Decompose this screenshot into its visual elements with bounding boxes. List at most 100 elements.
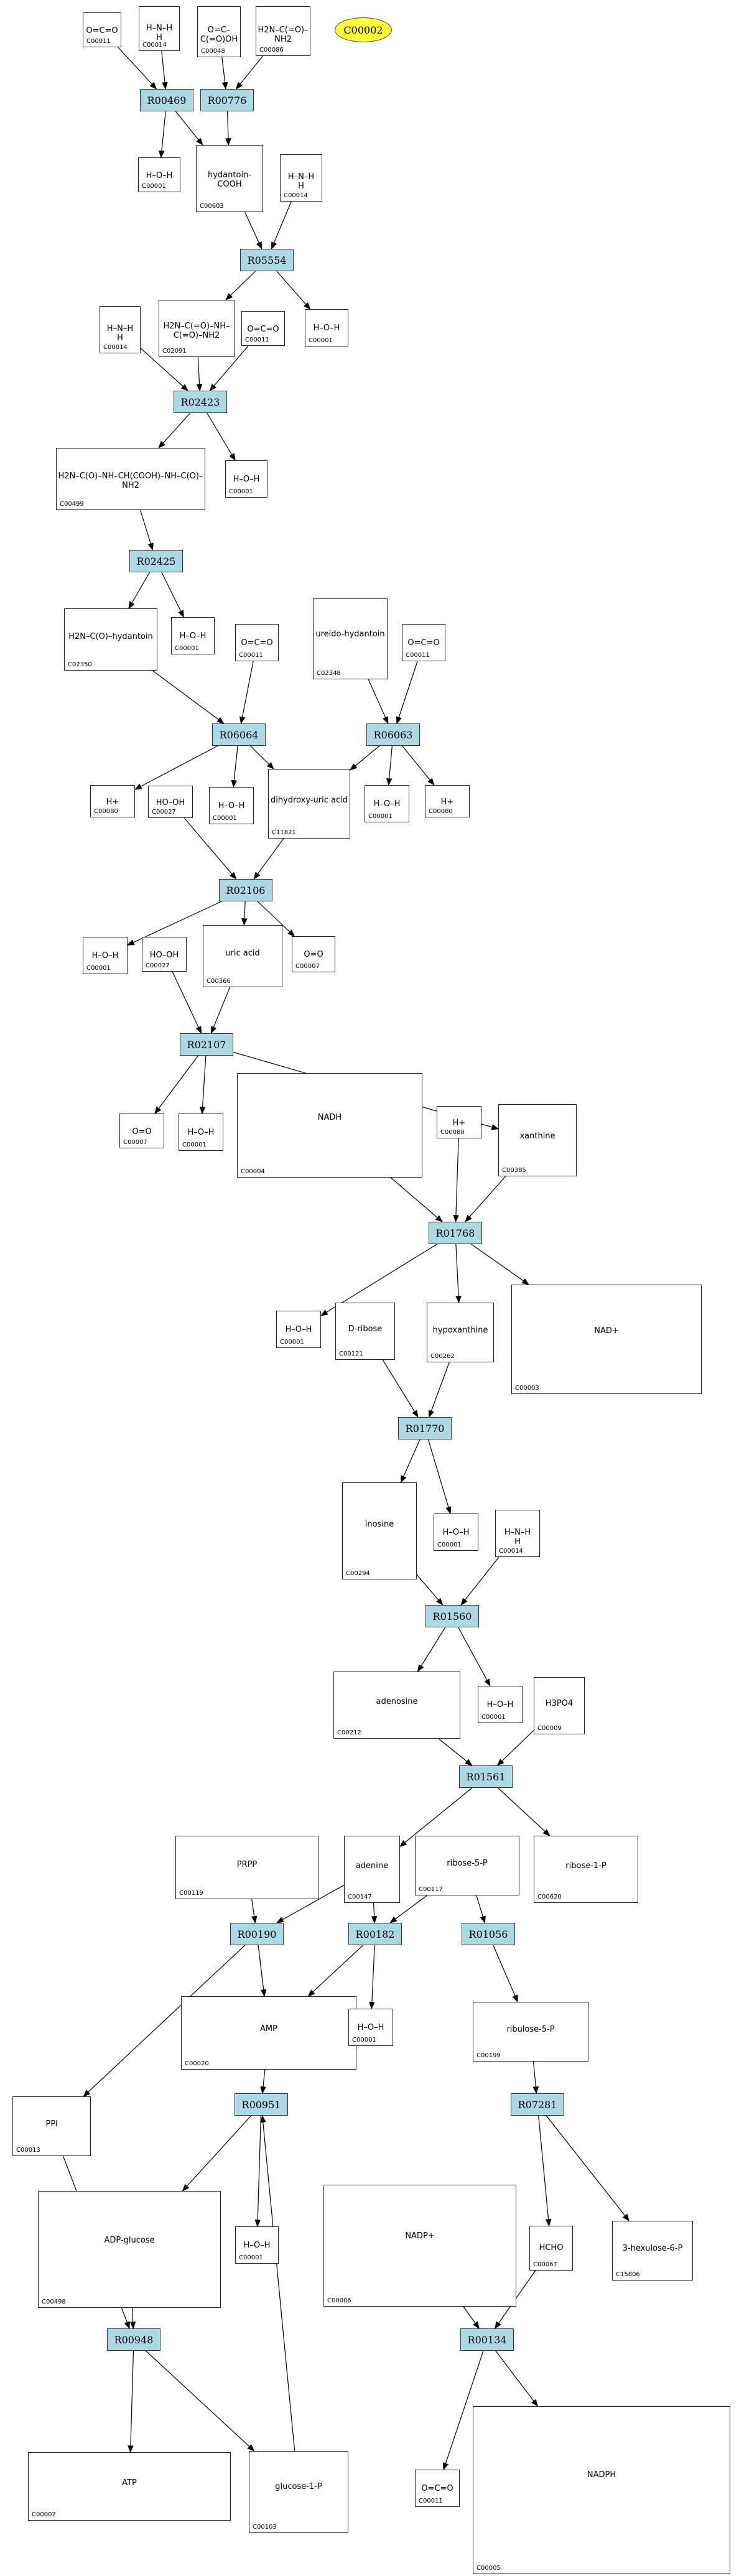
- highlight-compound-node[interactable]: C00002: [335, 17, 392, 42]
- compound-id-label: C00014: [284, 192, 308, 199]
- reaction-edge: [118, 47, 157, 90]
- compound-id-label: C00294: [346, 1570, 370, 1577]
- reaction-node-r06063[interactable]: R06063: [366, 723, 420, 746]
- compound-node-c00080[interactable]: H+C00080: [437, 1106, 481, 1138]
- compound-id-label: C00001: [368, 813, 393, 820]
- reaction-node-r06064[interactable]: R06064: [212, 723, 266, 746]
- reaction-node-r00951[interactable]: R00951: [235, 2093, 288, 2116]
- reaction-node-r00190[interactable]: R00190: [230, 1923, 284, 1945]
- reaction-node-r00776[interactable]: R00776: [200, 89, 254, 111]
- reaction-node-r01770[interactable]: R01770: [398, 1417, 452, 1439]
- reaction-node-r02425[interactable]: R02425: [129, 550, 183, 572]
- compound-id-label: C00080: [94, 808, 118, 815]
- structure-depiction: O=C=O: [86, 26, 118, 35]
- structure-depiction: H2N–C(O)–NH–CH(COOH)–NH–C(O)–NH2: [58, 472, 203, 491]
- compound-node-c00003[interactable]: NAD+C00003: [511, 1285, 702, 1394]
- reaction-node-r01560[interactable]: R01560: [425, 1605, 479, 1627]
- reaction-node-r02106[interactable]: R02106: [219, 879, 272, 901]
- reaction-edge: [184, 817, 237, 880]
- structure-depiction: H–O–H: [442, 1528, 470, 1538]
- reaction-node-r05554[interactable]: R05554: [240, 249, 294, 271]
- compound-id-label: C00009: [537, 1725, 562, 1732]
- reaction-node-r07281[interactable]: R07281: [511, 2093, 564, 2116]
- reaction-edge: [546, 2115, 630, 2221]
- reaction-node-r01056[interactable]: R01056: [462, 1923, 515, 1945]
- structure-depiction: NADPH: [587, 2470, 616, 2480]
- compound-node-c00080[interactable]: H+C00080: [425, 785, 470, 817]
- reaction-node-r00182[interactable]: R00182: [348, 1923, 402, 1945]
- structure-depiction: HO–OH: [156, 798, 185, 807]
- structure-depiction: hypoxanthine: [432, 1325, 488, 1335]
- reaction-node-r02423[interactable]: R02423: [174, 391, 227, 413]
- reaction-node-r00134[interactable]: R00134: [460, 2328, 514, 2351]
- compound-node-c00006[interactable]: NADP+C00006: [323, 2185, 516, 2307]
- reaction-node-r00948[interactable]: R00948: [107, 2328, 160, 2351]
- structure-depiction: H–O–H: [91, 951, 119, 961]
- compound-node-c00080[interactable]: H+C00080: [90, 785, 135, 817]
- reaction-node-r01561[interactable]: R01561: [459, 1765, 513, 1788]
- reaction-node-r01768[interactable]: R01768: [429, 1222, 482, 1244]
- structure-depiction: 3-hexulose-6-P: [622, 2243, 683, 2253]
- structure-depiction: O=C=O: [241, 638, 273, 648]
- reaction-node-r00469[interactable]: R00469: [140, 89, 193, 111]
- reaction-edge: [258, 1945, 267, 1997]
- reaction-node-r02107[interactable]: R02107: [180, 1033, 233, 1056]
- structure-depiction: H–N–H H: [287, 172, 315, 192]
